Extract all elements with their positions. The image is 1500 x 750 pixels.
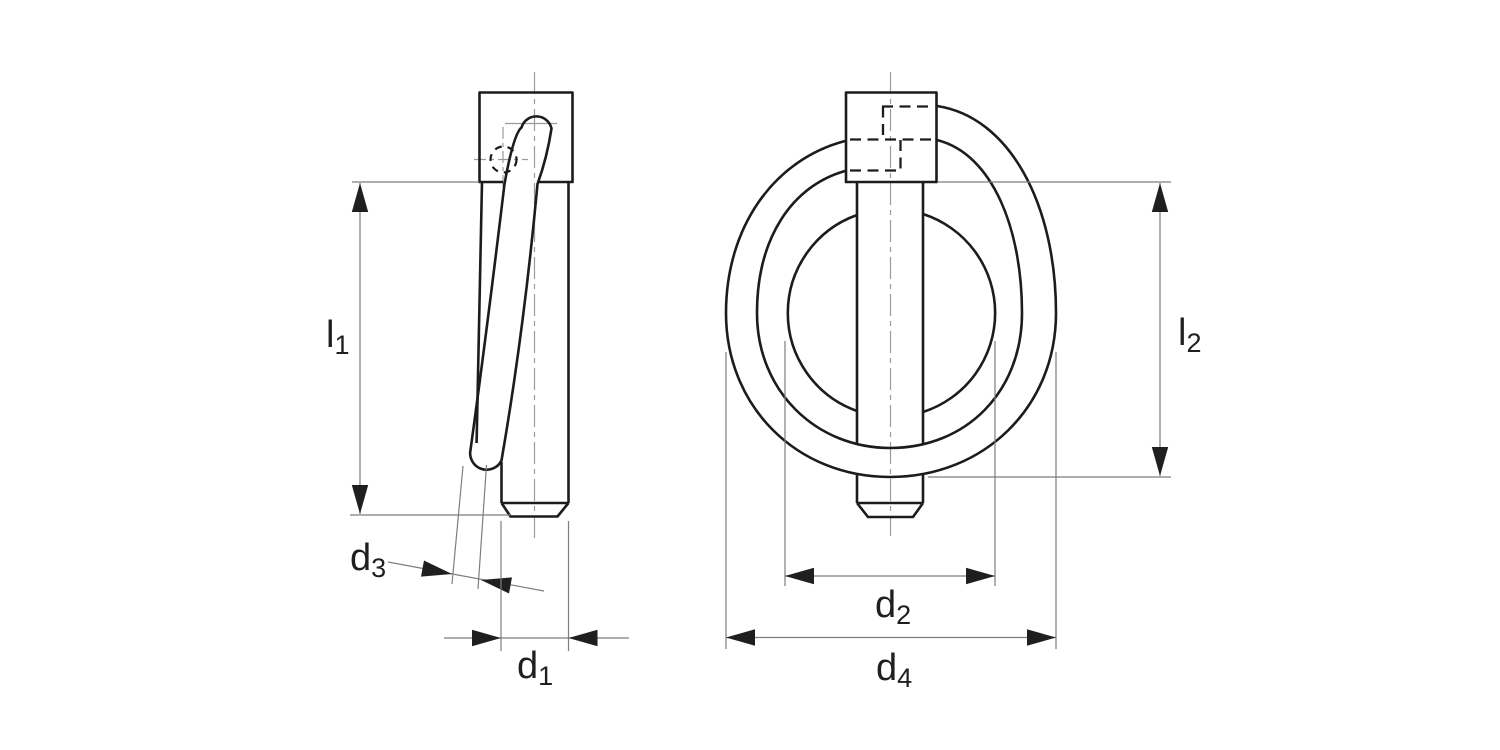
l1-arrow-up-icon — [351, 183, 369, 212]
d3-extension-left — [451, 465, 464, 585]
dimension-d4: d4 — [725, 352, 1057, 693]
d4-arrow-left-icon — [726, 629, 755, 646]
l2-arrow-up-icon — [1151, 183, 1169, 212]
pin-tip-chamfer-side — [500, 502, 570, 518]
pin-head-front — [844, 91, 938, 184]
ring-wire-far-leg — [475, 181, 484, 444]
dimension-d1: d1 — [444, 521, 629, 691]
d3-dimension-line — [387, 561, 545, 592]
d2-arrow-left-icon — [785, 567, 814, 585]
d3-arrow-right-icon — [481, 577, 512, 594]
dimension-d3: d3 — [350, 464, 545, 594]
dimension-label-d4: d4 — [876, 647, 912, 693]
d3-extension-right — [477, 464, 488, 590]
pin-head-side — [478, 91, 574, 184]
dimension-label-l2: l2 — [1178, 312, 1201, 358]
dimension-label-d1: d1 — [517, 645, 553, 691]
l2-arrow-down-icon — [1151, 447, 1169, 476]
ring-outer-edge — [724, 104, 1058, 479]
ring-wire-inner-edge — [755, 138, 1024, 450]
d1-arrow-left-icon — [472, 629, 501, 647]
ring-wire-near-leg — [468, 115, 553, 472]
d1-arrow-right-icon — [568, 629, 598, 647]
dimension-label-d3: d3 — [350, 537, 386, 583]
d4-arrow-right-icon — [1027, 629, 1056, 646]
ring-inner-opening-left-arc — [786, 213, 858, 413]
front-view: l2 d2 d4 — [724, 72, 1201, 693]
pin-tip-chamfer-front — [855, 502, 925, 519]
d3-arrow-left-icon — [421, 560, 452, 577]
hidden-wire-in-head — [850, 105, 934, 172]
dimension-label-d2: d2 — [875, 584, 911, 630]
d2-arrow-right-icon — [966, 567, 995, 585]
dimension-l1: l1 — [326, 181, 511, 516]
hidden-hole-circle — [489, 145, 518, 174]
l1-arrow-down-icon — [351, 485, 369, 514]
dimension-label-l1: l1 — [326, 314, 349, 360]
ring-inner-opening-right-arc — [922, 212, 997, 414]
side-view: l1 d3 d1 — [326, 72, 629, 691]
dimension-l2: l2 — [928, 181, 1201, 478]
dimension-d2: d2 — [784, 341, 996, 630]
